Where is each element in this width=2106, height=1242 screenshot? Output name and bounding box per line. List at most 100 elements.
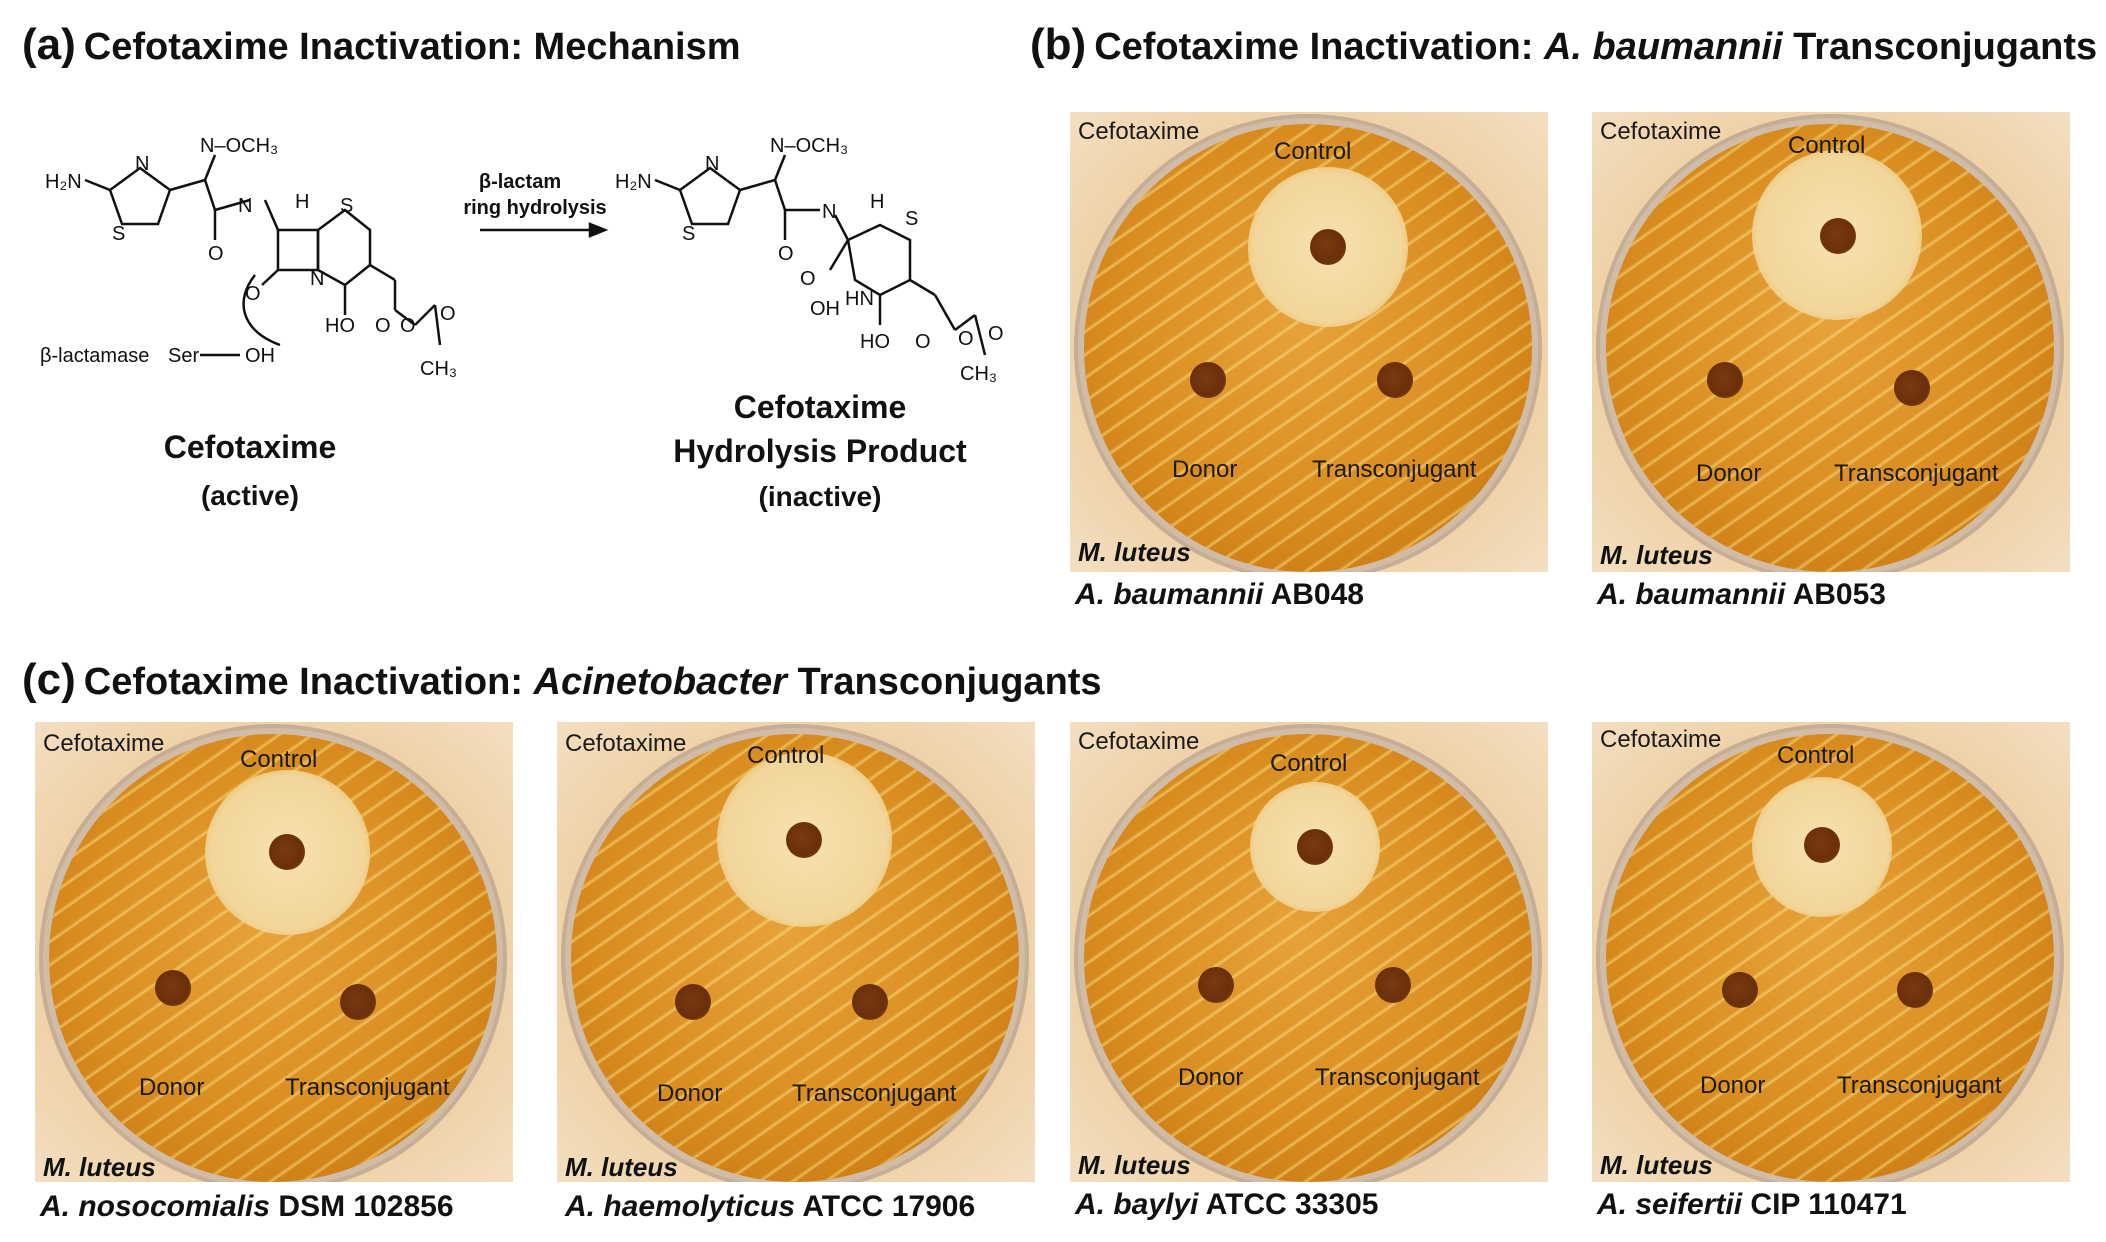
panel-b-title-italic: A. baumannii xyxy=(1543,26,1783,68)
panel-b-title-prefix: Cefotaxime Inactivation: xyxy=(1094,26,1544,68)
caption-strain: AB048 xyxy=(1270,578,1364,611)
product-atom-ch3: CH₃ xyxy=(960,363,997,385)
label-control: Control xyxy=(1270,750,1348,777)
product-atom-h: H xyxy=(870,191,884,213)
product-atom-noch3: N–OCH₃ xyxy=(770,135,848,157)
panel-c-title: (c)Cefotaxime Inactivation: Acinetobacte… xyxy=(22,655,1102,705)
well-donor xyxy=(1707,362,1743,398)
product-state: (inactive) xyxy=(759,481,882,512)
panel-c-title-suffix: Transconjugants xyxy=(786,661,1102,703)
label-donor: Donor xyxy=(139,1074,205,1101)
panel-c-letter: (c) xyxy=(22,655,76,704)
caption-strain: CIP 110471 xyxy=(1750,1188,1907,1221)
label-transconjugant: Transconjugant xyxy=(1837,1072,2002,1099)
product-atom-ho: HO xyxy=(860,331,890,353)
label-control: Control xyxy=(1274,138,1352,165)
caption-plate-4: A. haemolyticus ATCC 17906 xyxy=(565,1190,975,1224)
panel-c-title-italic: Acinetobacter xyxy=(533,661,787,703)
product-atom-o-acid: O xyxy=(915,331,931,353)
product-name-1: Cefotaxime xyxy=(734,389,907,425)
panel-b-letter: (b) xyxy=(1030,20,1087,69)
product-atom-n: N xyxy=(705,153,719,175)
atom-nh: N xyxy=(238,195,252,217)
label-control: Control xyxy=(747,742,825,769)
well-donor xyxy=(155,970,191,1006)
atom-s-ring: S xyxy=(340,195,353,217)
atom-o-carbonyl: O xyxy=(440,303,456,325)
product-atom-o-amide: O xyxy=(778,243,794,265)
label-control: Control xyxy=(1777,742,1855,769)
caption-species: A. baumannii xyxy=(1597,578,1786,611)
well-donor xyxy=(1198,967,1234,1003)
well-transconjugant xyxy=(340,984,376,1020)
atom-o-acid: O xyxy=(375,315,391,337)
panel-a-title-text: Cefotaxime Inactivation: Mechanism xyxy=(83,26,741,68)
atom-o-amide: O xyxy=(208,243,224,265)
plate-haemolyticus: Cefotaxime Control Donor Transconjugant … xyxy=(557,722,1035,1182)
well-transconjugant xyxy=(1897,972,1933,1008)
product-atom-o: O xyxy=(800,268,816,290)
product-atom-nh: N xyxy=(822,201,836,223)
label-antibiotic: Cefotaxime xyxy=(1600,118,1722,145)
label-antibiotic: Cefotaxime xyxy=(1600,726,1722,753)
atom-h: H xyxy=(295,191,309,213)
plate-baylyi: Cefotaxime Control Donor Transconjugant … xyxy=(1070,722,1548,1182)
cefotaxime-structure xyxy=(84,154,987,357)
panel-b-title-suffix: Transconjugants xyxy=(1782,26,2098,68)
well-control xyxy=(1820,218,1856,254)
reactant-state: (active) xyxy=(201,480,299,511)
label-transconjugant: Transconjugant xyxy=(1312,456,1477,483)
atom-noch3: N–OCH₃ xyxy=(200,135,278,157)
panel-c-title-prefix: Cefotaxime Inactivation: xyxy=(83,661,534,703)
caption-strain: ATCC 17906 xyxy=(802,1190,976,1223)
enzyme-label: β-lactamase xyxy=(40,345,149,367)
label-donor: Donor xyxy=(657,1080,723,1107)
atom-o-lactam: O xyxy=(245,283,261,305)
product-atom-s: S xyxy=(682,223,695,245)
label-antibiotic: Cefotaxime xyxy=(565,730,687,757)
caption-plate-6: A. seifertii CIP 110471 xyxy=(1597,1188,1907,1222)
label-transconjugant: Transconjugant xyxy=(1315,1064,1480,1091)
panel-b-title: (b)Cefotaxime Inactivation: A. baumannii… xyxy=(1030,20,2097,70)
plate-seifertii: Cefotaxime Control Donor Transconjugant … xyxy=(1592,722,2070,1182)
caption-species: A. baylyi xyxy=(1075,1188,1199,1221)
caption-species: A. nosocomialis xyxy=(40,1190,271,1223)
atom-oh-ser: OH xyxy=(245,345,275,367)
atom-o-ester: O xyxy=(400,315,416,337)
atom-h2n: H₂N xyxy=(45,171,82,193)
well-control xyxy=(1804,827,1840,863)
label-transconjugant: Transconjugant xyxy=(792,1080,957,1107)
caption-strain: ATCC 33305 xyxy=(1205,1188,1379,1221)
well-donor xyxy=(675,984,711,1020)
atom-n: N xyxy=(135,153,149,175)
product-atom-hn: HN xyxy=(845,288,874,310)
plate-ab048: Cefotaxime Control Donor Transconjugant … xyxy=(1070,112,1548,572)
label-indicator: M. luteus xyxy=(1078,1150,1191,1180)
caption-plate-1: A. baumannii AB048 xyxy=(1075,578,1364,612)
product-atom-s-ring: S xyxy=(905,208,918,230)
label-indicator: M. luteus xyxy=(43,1152,156,1182)
caption-plate-2: A. baumannii AB053 xyxy=(1597,578,1886,612)
label-antibiotic: Cefotaxime xyxy=(1078,728,1200,755)
label-indicator: M. luteus xyxy=(1600,1150,1713,1180)
atom-ho: HO xyxy=(325,315,355,337)
label-indicator: M. luteus xyxy=(1600,540,1713,570)
label-donor: Donor xyxy=(1700,1072,1766,1099)
label-transconjugant: Transconjugant xyxy=(1834,460,1999,487)
panel-a-title: (a)Cefotaxime Inactivation: Mechanism xyxy=(22,20,741,70)
arrow-label-2: ring hydrolysis xyxy=(463,197,606,219)
product-name-2: Hydrolysis Product xyxy=(673,433,967,469)
reactant-name: Cefotaxime xyxy=(164,429,337,465)
well-transconjugant xyxy=(852,984,888,1020)
label-indicator: M. luteus xyxy=(1078,537,1191,567)
plate-ab053: Cefotaxime Control Donor Transconjugant … xyxy=(1592,112,2070,572)
well-control xyxy=(786,822,822,858)
well-donor xyxy=(1190,362,1226,398)
label-transconjugant: Transconjugant xyxy=(285,1074,450,1101)
caption-species: A. baumannii xyxy=(1075,578,1264,611)
caption-plate-3: A. nosocomialis DSM 102856 xyxy=(40,1190,454,1224)
atom-n-ring: N xyxy=(310,268,324,290)
well-control xyxy=(269,834,305,870)
label-antibiotic: Cefotaxime xyxy=(1078,118,1200,145)
ser-label: Ser xyxy=(168,345,199,367)
